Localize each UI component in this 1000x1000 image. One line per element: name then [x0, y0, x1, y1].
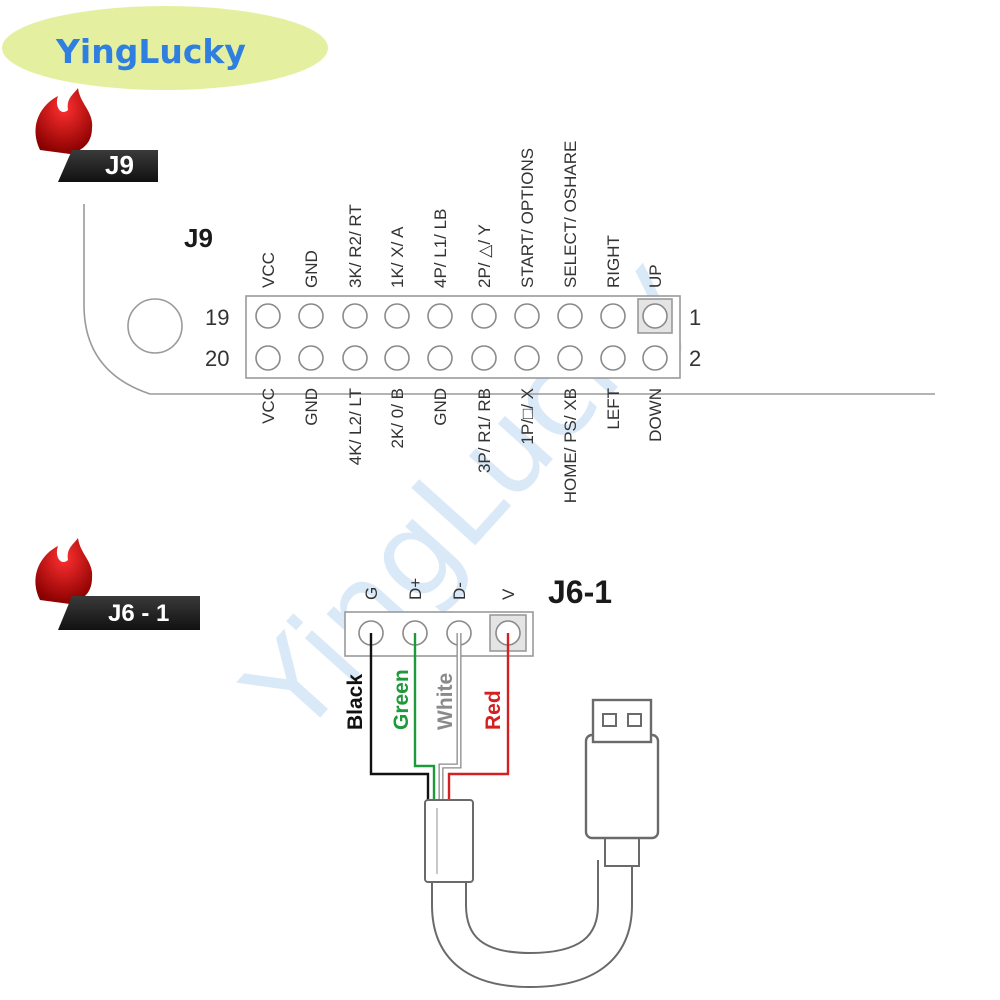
j9-bottom-labels: VCC GND 4K/ L2/ LT 2K/ 0/ B GND 3P/ R1/ RB 1P/…: [259, 388, 665, 503]
j6-pin-label: G: [362, 587, 381, 600]
mounting-hole: [127, 298, 183, 354]
wire-label: Black: [344, 674, 367, 730]
row-number-1: 1: [689, 305, 701, 330]
j9-pin: [514, 303, 540, 329]
brand-logo: YingLucky: [2, 6, 328, 90]
j9-tag-label: J9: [105, 150, 134, 180]
j9-top-pin-label: 2P/ △/ Y: [475, 224, 494, 288]
j9-pin: [642, 345, 668, 371]
j9-pin: [298, 345, 324, 371]
j9-pin: [298, 303, 324, 329]
row-number-2: 2: [689, 346, 701, 371]
wire-label: Green: [390, 669, 413, 730]
j6-pin-label: V: [499, 588, 518, 600]
j9-pin: [600, 345, 626, 371]
j6-pin-labels: G D+ D- V: [362, 578, 518, 600]
j9-pin: [600, 303, 626, 329]
j9-bottom-pin-label: VCC: [259, 388, 278, 424]
j9-top-pin-label: SELECT/ OSHARE: [561, 141, 580, 288]
wire-label: Red: [482, 690, 505, 730]
row-number-20: 20: [205, 346, 229, 371]
j9-pin: [427, 345, 453, 371]
j9-section-tag: J9: [35, 88, 158, 182]
flame-icon: [35, 538, 93, 604]
j9-bottom-pin-label: 4K/ L2/ LT: [346, 388, 365, 465]
usb-connector: [584, 698, 660, 867]
j9-bottom-pin-label: 1P/□/ X: [518, 388, 537, 445]
brand-name: YingLucky: [55, 32, 246, 71]
j9-pin: [642, 303, 668, 329]
j6-tag-label: J6 - 1: [108, 600, 169, 627]
j9-top-pin-label: UP: [646, 264, 665, 288]
j9-bottom-pin-label: 3P/ R1/ RB: [475, 388, 494, 473]
j9-top-labels: VCC GND 3K/ R2/ RT 1K/ X/ A 4P/ L1/ LB 2P/ △/…: [259, 141, 665, 288]
j9-bottom-pin-label: LEFT: [604, 388, 623, 430]
wire-label: White: [434, 673, 457, 730]
brand-ellipse: [2, 6, 328, 90]
j9-top-pin-label: RIGHT: [604, 235, 623, 288]
j9-pin: [384, 303, 410, 329]
wire-red: [447, 633, 510, 802]
j6-title: J6-1: [548, 574, 612, 610]
j9-bottom-pin-label: GND: [431, 388, 450, 426]
wire-green: [413, 633, 436, 802]
j6-pin-label: D+: [406, 578, 425, 600]
j9-top-pin-label: START/ OPTIONS: [518, 148, 537, 288]
j9-pin: [471, 345, 497, 371]
usb-plug-body: [584, 733, 660, 840]
j9-bottom-pin-label: HOME/ PS/ XB: [561, 388, 580, 503]
j9-pin: [255, 345, 281, 371]
j9-title: J9: [184, 223, 213, 253]
j9-pin: [255, 303, 281, 329]
j9-pin: [342, 303, 368, 329]
j6-tag-background: [58, 596, 200, 630]
j9-bottom-pin-label: GND: [302, 388, 321, 426]
j9-top-pin-label: GND: [302, 250, 321, 288]
wire-black: [369, 633, 430, 802]
j6-pin-label: D-: [450, 582, 469, 600]
usb-wires: [369, 633, 510, 802]
row-number-19: 19: [205, 305, 229, 330]
j9-top-pin-label: VCC: [259, 252, 278, 288]
j9-pins: [255, 298, 673, 371]
j9-top-pin-label: 3K/ R2/ RT: [346, 204, 365, 288]
j9-pin: [557, 345, 583, 371]
j9-bottom-pin-label: DOWN: [646, 388, 665, 442]
j9-pin: [471, 303, 497, 329]
j9-pin: [384, 345, 410, 371]
j9-pin: [342, 345, 368, 371]
j9-tag-background: [58, 150, 158, 182]
board-outline: [83, 204, 935, 395]
j9-pin: [427, 303, 453, 329]
usb-plug-tip: [591, 698, 653, 744]
j9-top-pin-label: 4P/ L1/ LB: [431, 209, 450, 288]
strain-relief: [424, 799, 474, 883]
flame-icon: [35, 88, 93, 154]
j6-section-tag: J6 - 1: [35, 538, 200, 630]
j9-pin: [557, 303, 583, 329]
wire-labels: Black Green White Red: [344, 669, 505, 730]
wire-white: [439, 633, 461, 802]
j9-top-pin-label: 1K/ X/ A: [388, 226, 407, 288]
usb-cable: [424, 799, 633, 989]
j9-bottom-pin-label: 2K/ 0/ B: [388, 388, 407, 448]
j9-pin: [514, 345, 540, 371]
